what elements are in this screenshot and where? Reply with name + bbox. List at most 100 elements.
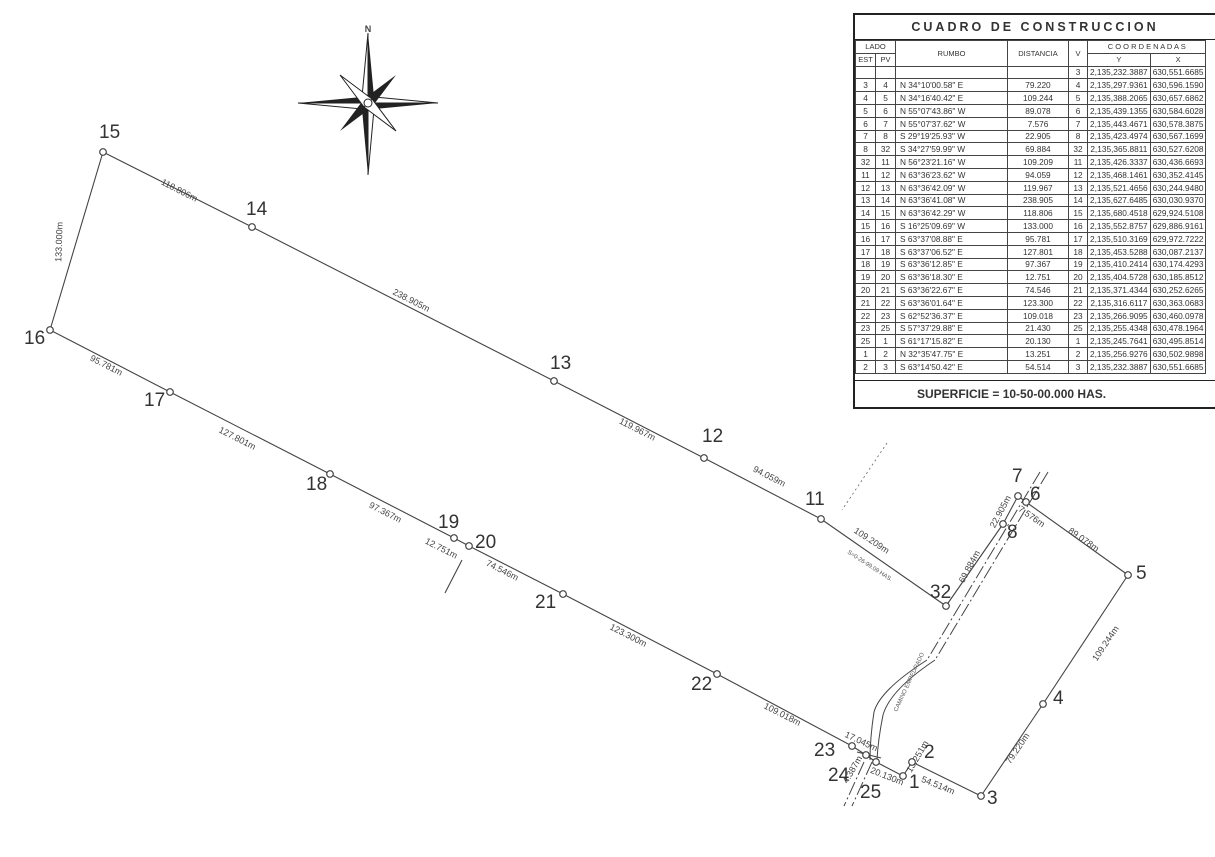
cell-pv: 14 — [875, 193, 896, 208]
vertex-marker-16 — [46, 326, 54, 334]
cell-y: 2,135,552.8757 — [1087, 219, 1151, 233]
cell-v: 1 — [1068, 334, 1088, 349]
cell-rumbo: S 34°27'59.99" W — [895, 142, 1008, 157]
cell-est: 17 — [855, 244, 876, 259]
vertex-marker-22 — [713, 670, 721, 678]
cell-v: 7 — [1068, 116, 1088, 131]
cell-x: 630,584.6028 — [1149, 103, 1207, 118]
vertex-label-22: 22 — [691, 674, 712, 695]
cell-x: 630,578.3875 — [1149, 116, 1207, 131]
distance-label: 119.967m — [618, 416, 658, 443]
cell-v: 25 — [1068, 321, 1088, 336]
cell-v: 32 — [1068, 142, 1088, 157]
cell-pv: 18 — [875, 244, 896, 259]
cell-v: 5 — [1068, 91, 1088, 105]
header-distancia: DISTANCIA — [1007, 40, 1069, 67]
cell-distancia: 109.209 — [1007, 155, 1069, 169]
boundary-segment — [1042, 574, 1129, 705]
vertex-label-11: 11 — [805, 489, 825, 510]
cell-v: 18 — [1068, 244, 1088, 259]
cell-rumbo: N 63°36'42.29" W — [895, 206, 1008, 221]
boundary-segment — [716, 673, 853, 747]
construction-table-grid: LADO RUMBO DISTANCIA V C O O R D E N A D… — [855, 40, 1207, 374]
cell-pv: 8 — [875, 129, 896, 144]
cell-distancia: 74.546 — [1007, 283, 1069, 297]
cell-est: 6 — [855, 116, 876, 131]
boundary-segment — [468, 545, 564, 595]
cell-distancia: 12.751 — [1007, 270, 1069, 285]
boundary-segment — [562, 593, 718, 675]
cell-y: 2,135,266.9095 — [1087, 308, 1151, 323]
distance-label: 17.045m — [843, 729, 879, 753]
distance-label: 69.884m — [957, 549, 982, 585]
header-v: V — [1068, 40, 1088, 67]
cell-est: 1 — [855, 347, 876, 361]
distance-label: 238.905m — [391, 287, 431, 314]
cell-x: 630,174.4293 — [1149, 257, 1207, 272]
vertex-label-15: 15 — [99, 122, 120, 143]
cell-est: 19 — [855, 270, 876, 285]
cell-v: 19 — [1068, 257, 1088, 272]
distance-label: 89.078m — [1067, 525, 1101, 553]
distance-label: 74.546m — [484, 558, 520, 583]
compass-rose-icon: N — [297, 24, 439, 176]
cell-rumbo: S 63°36'22.67" E — [895, 283, 1008, 297]
boundary-segment — [945, 523, 1004, 607]
vertex-marker-6 — [1022, 498, 1030, 506]
cell-est: 14 — [855, 206, 876, 221]
boundary-segment — [102, 151, 253, 228]
cell-distancia: 127.801 — [1007, 244, 1069, 259]
cell-est: 12 — [855, 180, 876, 195]
cell-distancia: 123.300 — [1007, 295, 1069, 310]
boundary-segment — [820, 518, 947, 607]
vertex-label-16: 16 — [24, 328, 45, 349]
vertex-label-2: 2 — [924, 742, 935, 763]
cell-y: 2,135,680.4518 — [1087, 206, 1151, 221]
road-lines — [444, 442, 1049, 807]
cell-v: 3 — [1068, 65, 1088, 80]
cell-rumbo: N 34°16'40.42" E — [895, 91, 1008, 105]
header-x: X — [1149, 52, 1207, 67]
cell-distancia: 54.514 — [1007, 359, 1069, 374]
vertex-marker-7 — [1014, 492, 1022, 500]
cell-distancia: 13.251 — [1007, 347, 1069, 361]
cell-rumbo: S 63°36'18.30" E — [895, 270, 1008, 285]
vertex-label-32: 32 — [930, 582, 951, 603]
cell-pv: 12 — [875, 167, 896, 182]
distance-label: 97.367m — [367, 500, 403, 525]
cell-x: 630,436.6693 — [1149, 155, 1207, 169]
cell-x: 630,244.9480 — [1149, 180, 1207, 195]
vertex-label-7: 7 — [1012, 466, 1023, 487]
cell-x: 630,527.6208 — [1149, 142, 1207, 157]
vertex-marker-32 — [942, 602, 950, 610]
cell-x: 630,087.2137 — [1149, 244, 1207, 259]
cell-pv: 5 — [875, 91, 896, 105]
cell-v: 6 — [1068, 103, 1088, 118]
cell-pv: 16 — [875, 219, 896, 233]
table-row: 3 2,135,232.3887 630,551.6685 — [855, 65, 1207, 80]
distance-label: 127.801m — [217, 425, 257, 452]
cell-distancia: 95.781 — [1007, 231, 1069, 246]
cell-est: 8 — [855, 142, 876, 157]
vertex-label-6: 6 — [1030, 484, 1041, 505]
distance-label: 54.514m — [920, 774, 956, 796]
construction-table: CUADRO DE CONSTRUCCION LADO RUMBO DISTAN… — [853, 13, 1215, 409]
vertex-marker-23 — [848, 742, 856, 750]
cell-y: 2,135,388.2065 — [1087, 91, 1151, 105]
cell-y: 2,135,255.4348 — [1087, 321, 1151, 336]
cell-v: 14 — [1068, 193, 1088, 208]
cell-distancia: 97.367 — [1007, 257, 1069, 272]
vertex-marker-20 — [465, 542, 473, 550]
cell-v: 11 — [1068, 155, 1088, 169]
boundary-segment — [169, 391, 331, 475]
cell-est: 21 — [855, 295, 876, 310]
